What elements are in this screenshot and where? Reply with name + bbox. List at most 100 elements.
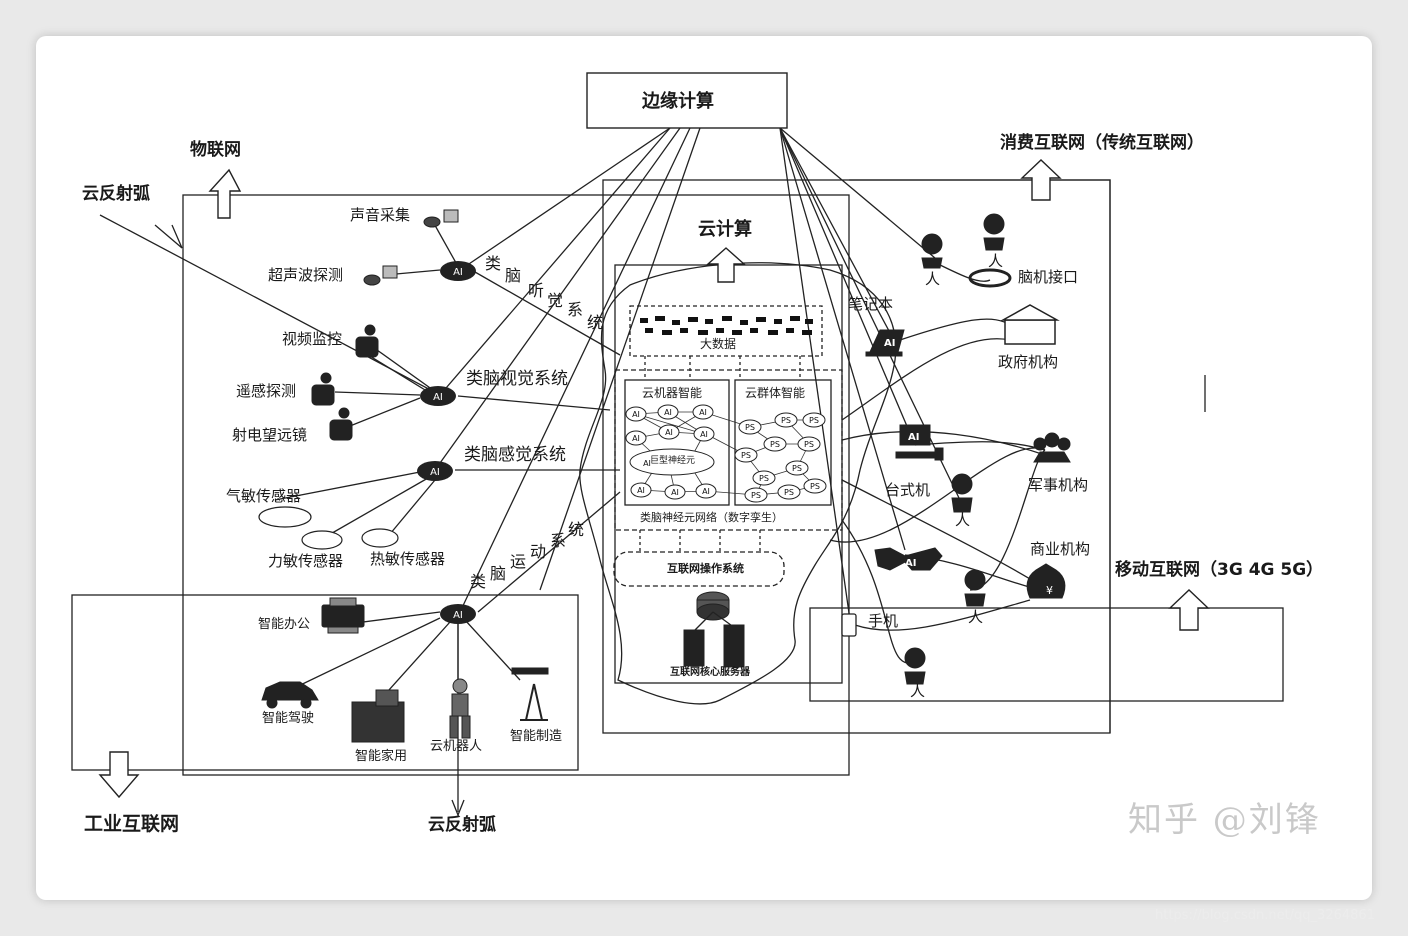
iot-region (182, 194, 850, 776)
robot-intel-box (624, 379, 730, 506)
motor-char: 类 (470, 572, 487, 591)
laptop-label: 笔记本 (848, 295, 894, 313)
hearing-char: 觉 (547, 291, 564, 310)
core-servers-label: 互联网核心服务器 (670, 667, 750, 678)
svg-text:AI: AI (699, 408, 707, 417)
svg-text:AI: AI (884, 338, 895, 349)
svg-text:AI: AI (453, 610, 463, 621)
svg-text:AI: AI (665, 428, 673, 437)
industrial-region (71, 594, 579, 771)
cloud-up-arrow (706, 247, 746, 283)
gas-sensor-label: 气敏传感器 (226, 487, 302, 505)
industrial-internet-label: 工业互联网 (84, 813, 180, 835)
smart-manufacturing-label: 智能制造 (510, 729, 563, 744)
phone-label: 手机 (868, 612, 899, 630)
motor-char: 脑 (490, 564, 507, 583)
military-label: 军事机构 (1028, 476, 1089, 494)
person-label: 人 (955, 511, 971, 529)
svg-text:PS: PS (784, 488, 794, 497)
gas-sensor-shape (258, 506, 312, 528)
thermal-sensor-label: 热敏传感器 (370, 550, 446, 568)
svg-text:PS: PS (741, 451, 751, 460)
edge-computing-label: 边缘计算 (642, 91, 714, 112)
svg-text:AI: AI (453, 267, 463, 278)
giant-neuron-label: 巨型神经元 (650, 456, 696, 466)
motor-char: 统 (568, 520, 585, 539)
server-icons (683, 591, 745, 668)
cloud-swarm-intel-label: 云群体智能 (745, 386, 806, 400)
mobile-internet-label: 移动互联网（3G 4G 5G） (1115, 560, 1324, 580)
consumer-icons (841, 213, 1071, 685)
hub-motor (440, 604, 476, 624)
svg-text:AI: AI (643, 459, 651, 468)
hearing-char: 听 (528, 281, 545, 300)
hearing-char: 类 (485, 254, 502, 273)
svg-text:PS: PS (745, 423, 755, 432)
bci-label: 脑机接口 (1018, 268, 1079, 286)
business-label: 商业机构 (1030, 540, 1091, 558)
svg-text:PS: PS (751, 491, 761, 500)
consumer-region-edge (849, 179, 1111, 733)
svg-text:AI: AI (908, 432, 919, 443)
neural-network-label: 类脑神经元网络（数字孪生） (640, 511, 783, 524)
edge-computing-box (586, 72, 788, 129)
person-label: 人 (968, 608, 984, 626)
industrial-down-arrow (98, 751, 140, 799)
sound-sensor-label: 声音采集 (350, 206, 411, 224)
cloud-computing-label: 云计算 (698, 219, 752, 240)
os-label: 互联网操作系统 (667, 562, 744, 575)
url-watermark: https://blog.csdn.net/qq_3264861 (1155, 908, 1375, 923)
person-label: 人 (910, 682, 926, 700)
svg-text:AI: AI (430, 467, 440, 478)
hub-hearing (440, 261, 476, 281)
motor-char: 动 (530, 542, 547, 561)
mobile-up-arrow (1168, 589, 1210, 631)
force-sensor-label: 力敏传感器 (268, 552, 344, 570)
svg-text:AI: AI (433, 392, 443, 403)
person-label: 人 (988, 252, 1004, 270)
svg-text:PS: PS (792, 464, 802, 473)
cloud-robot-intel-label: 云机器智能 (642, 386, 703, 400)
neural-dashed-box (614, 369, 843, 531)
cloud-reflex-arc-top: 云反射弧 (82, 184, 150, 204)
hearing-char: 脑 (505, 266, 522, 285)
smart-office-label: 智能办公 (258, 617, 311, 632)
government-label: 政府机构 (998, 353, 1059, 371)
big-data-label: 大数据 (700, 337, 737, 351)
hearing-char: 系 (567, 300, 584, 319)
video-sensor-label: 视频监控 (282, 330, 343, 348)
ultrasonic-sensor-label: 超声波探测 (268, 266, 344, 284)
person-label: 人 (925, 270, 941, 288)
svg-text:AI: AI (637, 486, 645, 495)
consumer-up-arrow (1020, 159, 1062, 201)
svg-text:AI: AI (632, 410, 640, 419)
zhihu-watermark: 知乎 @刘锋 (1128, 800, 1321, 840)
sensory-system-label: 类脑感觉系统 (464, 445, 566, 465)
desktop-label: 台式机 (885, 481, 931, 499)
hub-sensory (417, 461, 453, 481)
hearing-char: 统 (587, 313, 604, 332)
svg-text:PS: PS (810, 482, 820, 491)
force-sensor-shape (301, 530, 343, 550)
mobile-region (809, 607, 1284, 702)
radio-telescope-label: 射电望远镜 (232, 426, 308, 444)
hub-vision (420, 386, 456, 406)
smart-driving-label: 智能驾驶 (262, 711, 315, 726)
sensor-icons (311, 209, 459, 441)
vision-system-label: 类脑视觉系统 (466, 369, 568, 389)
consumer-internet-label: 消费互联网（传统互联网） (1000, 133, 1204, 153)
motor-char: 系 (550, 531, 567, 550)
svg-text:AI: AI (702, 487, 710, 496)
smart-home-label: 智能家用 (355, 749, 408, 764)
svg-text:AI: AI (905, 558, 916, 569)
svg-text:PS: PS (781, 416, 791, 425)
motor-char: 运 (510, 552, 527, 571)
cloud-reflex-arc-bottom: 云反射弧 (428, 815, 496, 835)
svg-text:AI: AI (664, 408, 672, 417)
svg-text:AI: AI (671, 488, 679, 497)
svg-text:AI: AI (632, 434, 640, 443)
remote-sensor-label: 遥感探测 (236, 382, 297, 400)
cloud-robot-label: 云机器人 (430, 739, 483, 754)
svg-text:PS: PS (809, 416, 819, 425)
